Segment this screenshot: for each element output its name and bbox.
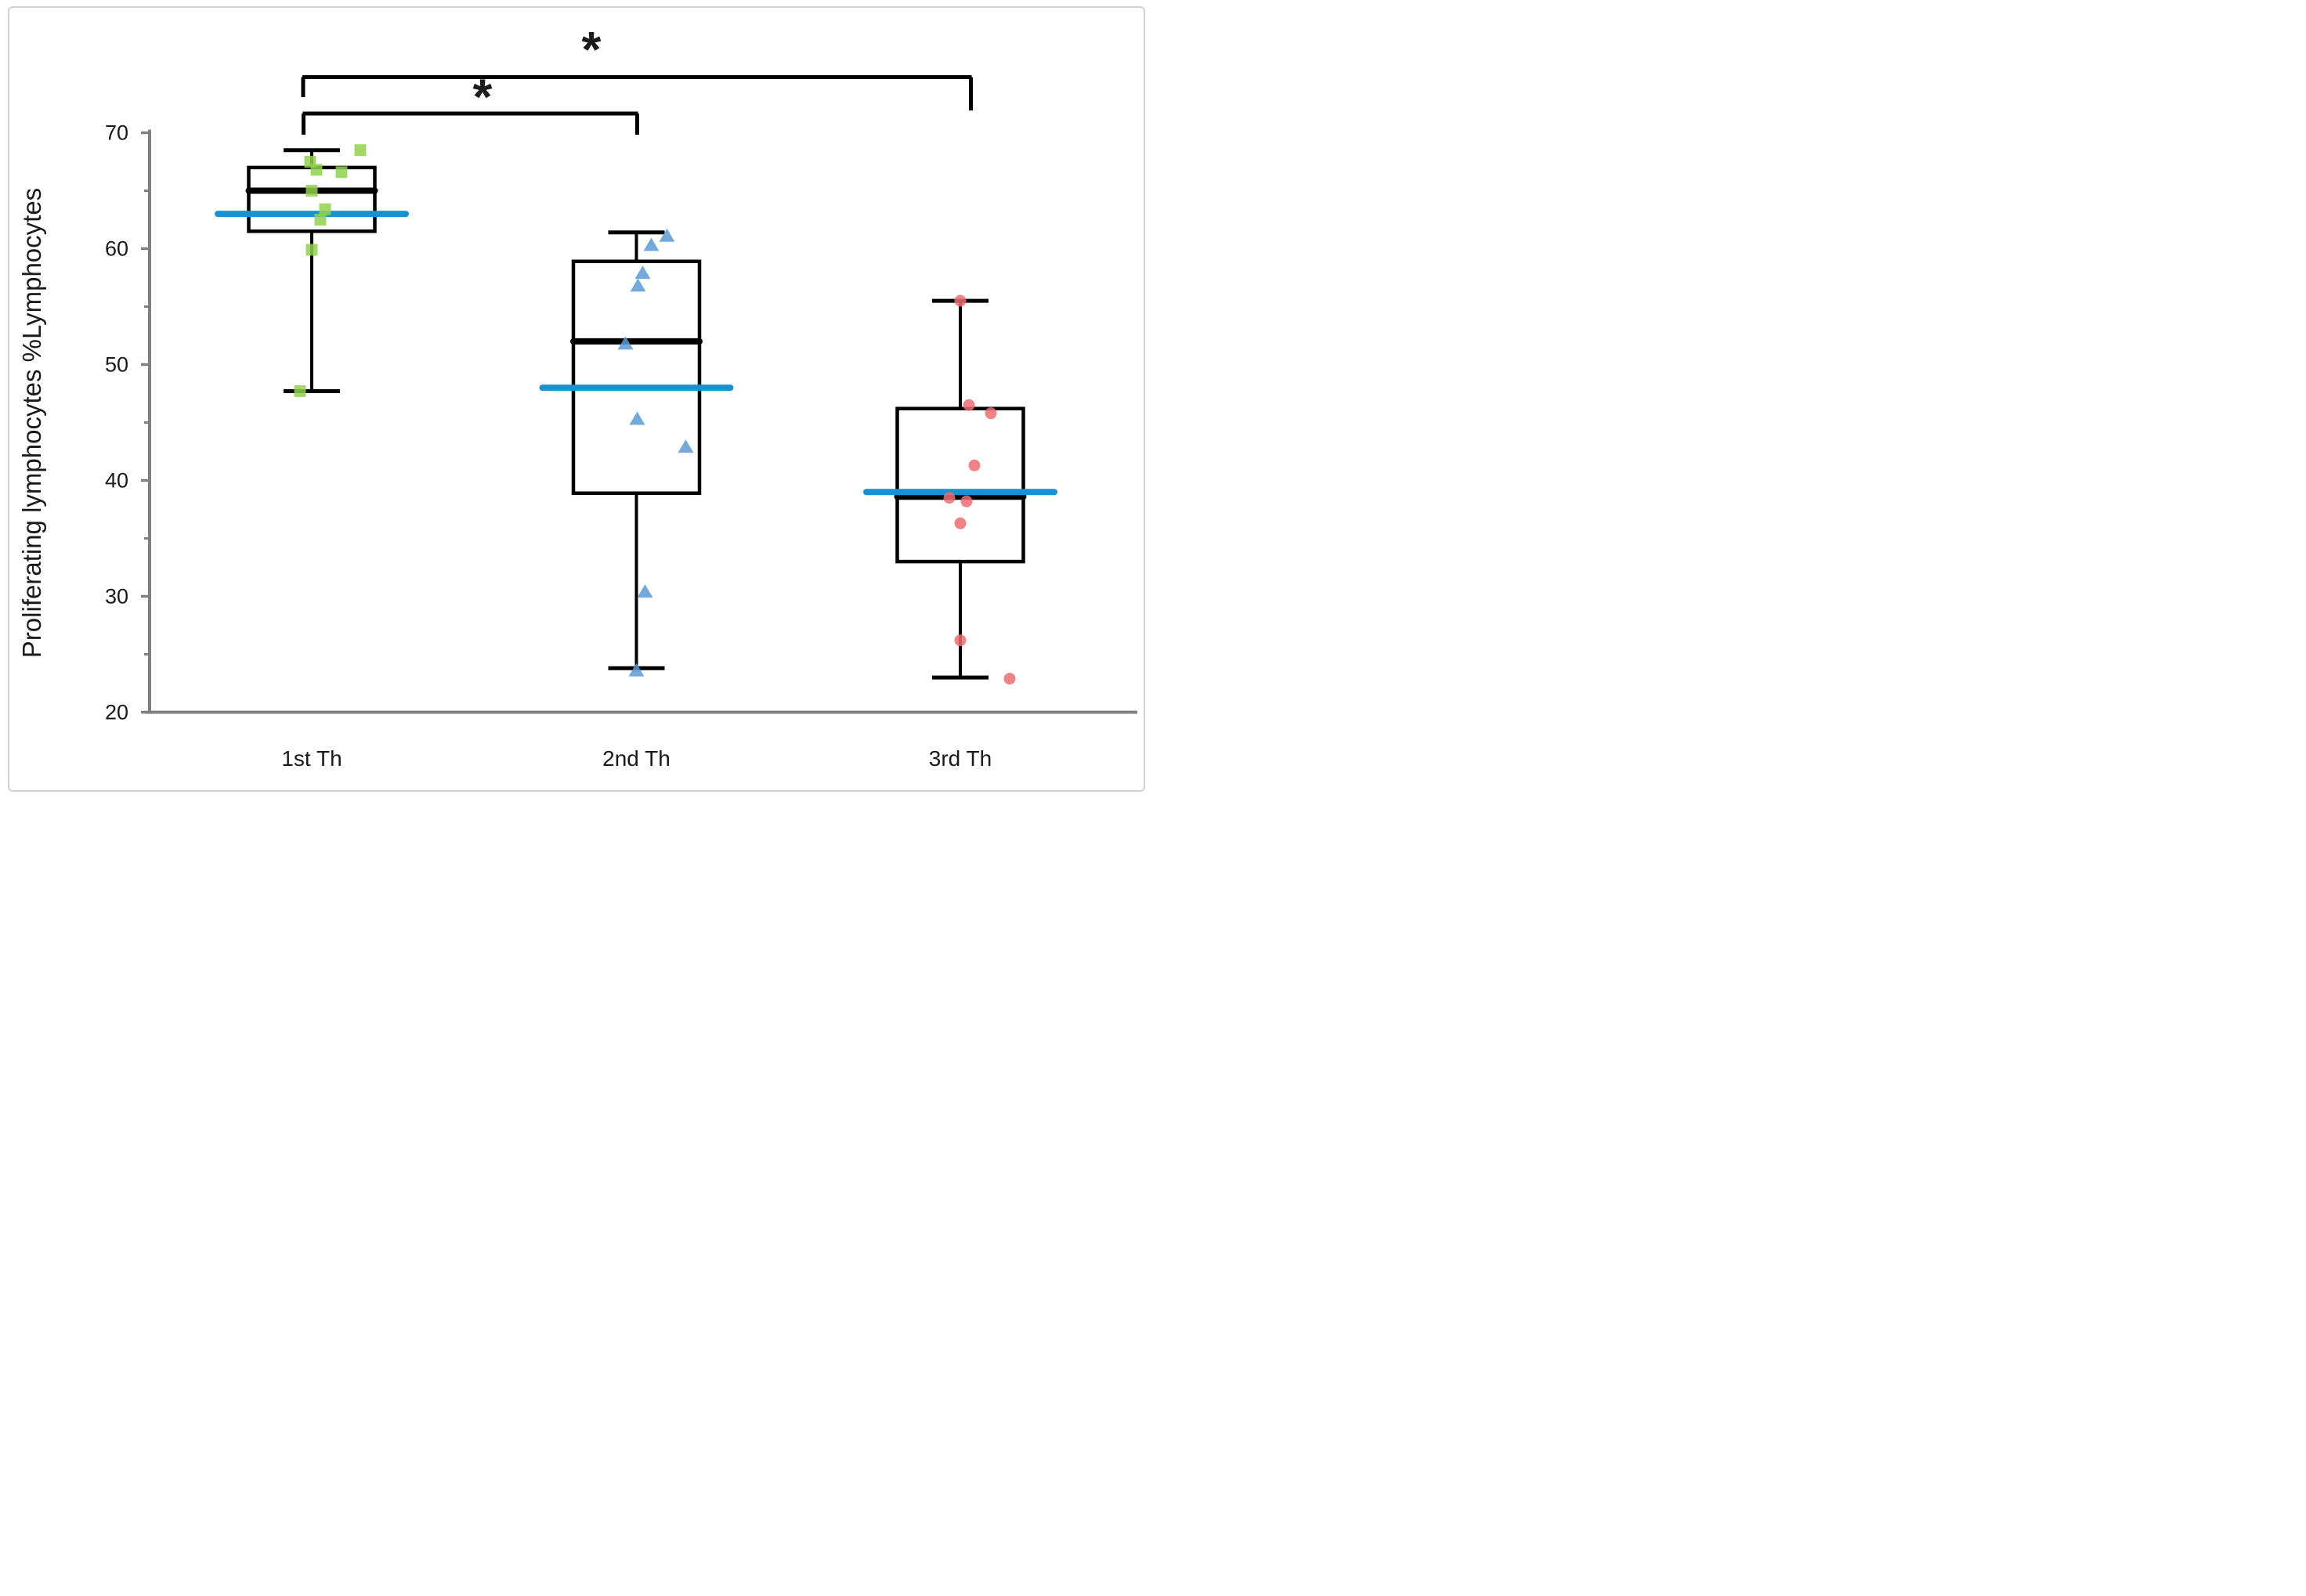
boxplot-figure: 70 60 50 40 30 20 Proliferating lymphocytes %L… <box>0 0 1153 798</box>
data-point-circle <box>985 407 997 420</box>
data-point-circle <box>1003 673 1016 685</box>
significance-asterisk: * <box>582 21 602 78</box>
data-point-circle <box>954 294 967 307</box>
data-point-circle <box>968 459 981 471</box>
data-point-square <box>294 385 306 398</box>
x-category-label: 3rd Th <box>929 746 992 771</box>
y-tick-label: 40 <box>105 469 128 493</box>
boxplot-chart: 70 60 50 40 30 20 Proliferating lymphocytes %L… <box>17 21 1137 771</box>
data-point-square <box>305 244 318 256</box>
x-category-label: 2nd Th <box>602 746 670 771</box>
data-point-triangle <box>659 228 675 242</box>
y-tick-label: 60 <box>105 237 128 261</box>
box-3rd-th <box>895 406 1025 564</box>
data-point-square <box>314 214 327 226</box>
data-point-triangle <box>617 336 634 350</box>
box-2nd-th <box>571 259 702 496</box>
y-axis-title: Proliferating lymphocytes %Lymphocytes <box>17 188 46 658</box>
data-point-triangle <box>634 265 651 280</box>
x-category-label: 1st Th <box>281 746 342 771</box>
data-point-circle <box>954 634 967 647</box>
data-point-square <box>305 185 318 197</box>
data-point-triangle <box>628 663 645 677</box>
y-tick-label: 30 <box>105 585 128 608</box>
box-1st-th <box>247 165 377 233</box>
data-point-triangle <box>629 411 645 425</box>
data-point-circle <box>960 495 973 507</box>
data-point-triangle <box>643 237 660 251</box>
y-tick-label: 20 <box>105 701 128 724</box>
data-point-circle <box>963 399 975 411</box>
data-point-square <box>319 203 331 215</box>
y-tick-label: 70 <box>105 121 128 145</box>
data-point-square <box>335 166 348 179</box>
data-point-triangle <box>678 439 694 453</box>
data-point-triangle <box>637 584 653 598</box>
data-point-square <box>354 144 367 157</box>
data-point-circle <box>943 492 956 504</box>
y-tick-label: 50 <box>105 353 128 377</box>
data-point-square <box>310 164 323 176</box>
data-point-circle <box>954 517 967 529</box>
data-point-triangle <box>630 278 646 292</box>
